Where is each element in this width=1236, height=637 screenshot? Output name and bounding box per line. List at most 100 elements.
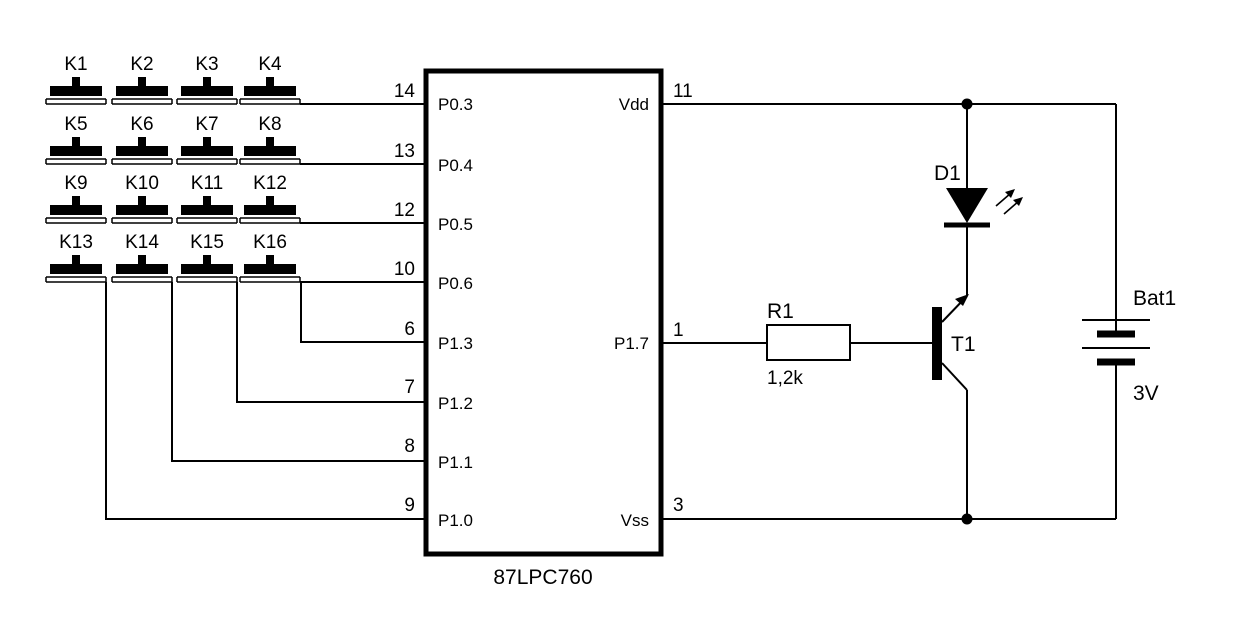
key-k15: K15 (176, 232, 238, 283)
supply-wiring (661, 98, 1117, 525)
key-plunger (72, 137, 80, 147)
key-plunger (138, 196, 146, 206)
pin-name: P0.6 (438, 274, 473, 293)
key-cap (116, 86, 168, 96)
ic-name: 87LPC760 (493, 566, 592, 589)
row-wires (300, 103, 426, 283)
pin-name-vss: Vss (621, 511, 649, 530)
pin-number: 6 (404, 319, 415, 340)
key-cap (50, 205, 102, 215)
ic-left-pins: 14 P0.3 13 P0.4 12 P0.5 10 P0.6 6 P1.3 7… (394, 81, 473, 530)
resistor-label: R1 (767, 300, 794, 323)
col-wire-1 (105, 282, 426, 520)
transistor-collector (941, 362, 968, 391)
pin-name: P1.2 (438, 394, 473, 413)
ic-body (423, 68, 664, 557)
key-k13: K13 (45, 232, 107, 283)
column-wires (105, 282, 426, 520)
key-label: K4 (258, 54, 282, 75)
key-k7: K7 (176, 114, 238, 165)
pin-name: P1.3 (438, 334, 473, 353)
key-cap (50, 86, 102, 96)
key-plunger (138, 77, 146, 87)
ic-right-pins: Vdd 11 P1.7 1 Vss 3 (614, 81, 693, 530)
transistor-base-bar (932, 307, 942, 380)
key-label: K8 (258, 114, 281, 135)
key-k1: K1 (45, 54, 107, 105)
transistor-t1: T1 (932, 294, 976, 519)
key-k5: K5 (45, 114, 107, 165)
key-plunger (203, 255, 211, 265)
key-k12: K12 (239, 173, 301, 224)
key-cap (181, 86, 233, 96)
led-triangle (946, 188, 988, 223)
key-cap (116, 205, 168, 215)
key-k9: K9 (45, 173, 107, 224)
key-plunger (72, 196, 80, 206)
key-label: K6 (130, 114, 153, 135)
key-label: K1 (64, 54, 87, 75)
key-cap (244, 205, 296, 215)
key-plunger (266, 196, 274, 206)
transistor-label: T1 (951, 333, 976, 356)
resistor-body (766, 324, 851, 361)
key-label: K3 (195, 54, 218, 75)
pin-name: P1.0 (438, 511, 473, 530)
key-k10: K10 (111, 173, 173, 224)
pin-name: P0.5 (438, 215, 473, 234)
pin-number: 14 (394, 81, 416, 102)
pin-number: 7 (404, 377, 415, 398)
led-d1: D1 (934, 104, 1023, 296)
key-plunger (138, 137, 146, 147)
key-label: K10 (125, 173, 159, 194)
key-cap (181, 146, 233, 156)
key-label: K14 (125, 232, 159, 253)
key-cap (116, 264, 168, 274)
battery-bat1: Bat1 3V (1082, 287, 1176, 405)
pin-name: P0.4 (438, 156, 473, 175)
pin-number: 8 (404, 436, 415, 457)
key-label: K9 (64, 173, 87, 194)
key-plunger (266, 77, 274, 87)
key-label: K11 (191, 173, 223, 194)
key-plunger (138, 255, 146, 265)
pin-number: 12 (394, 200, 415, 221)
key-label: K12 (253, 173, 287, 194)
col-wire-4 (300, 282, 426, 343)
key-label: K15 (190, 232, 224, 253)
pin-name: P1.1 (438, 453, 473, 472)
pin-name: P0.3 (438, 95, 473, 114)
pin-number: 13 (394, 141, 415, 162)
key-label: K2 (130, 54, 153, 75)
key-k6: K6 (111, 114, 173, 165)
key-k14: K14 (111, 232, 173, 283)
key-cap (244, 146, 296, 156)
key-cap (116, 146, 168, 156)
pin-name-vdd: Vdd (619, 95, 649, 114)
key-label: K5 (64, 114, 87, 135)
key-k4: K4 (239, 54, 301, 105)
pin-number: 9 (404, 495, 415, 516)
key-cap (244, 86, 296, 96)
pin-number: 10 (394, 259, 415, 280)
key-cap (244, 264, 296, 274)
battery-label: Bat1 (1133, 287, 1176, 310)
col-wire-3 (236, 282, 426, 403)
key-label: K16 (253, 232, 287, 253)
key-label: K7 (195, 114, 218, 135)
pin-number-p17: 1 (673, 320, 684, 341)
resistor-r1: R1 1,2k (661, 300, 934, 389)
pin-number-vss: 3 (673, 495, 684, 516)
led-label: D1 (934, 162, 961, 185)
key-k8: K8 (239, 114, 301, 165)
emitter-arrow-icon (955, 294, 969, 306)
resistor-value: 1,2k (767, 368, 803, 389)
key-cap (181, 264, 233, 274)
key-k11: K11 (176, 173, 238, 224)
key-plunger (266, 137, 274, 147)
pin-number-vdd: 11 (673, 81, 693, 102)
key-plunger (266, 255, 274, 265)
